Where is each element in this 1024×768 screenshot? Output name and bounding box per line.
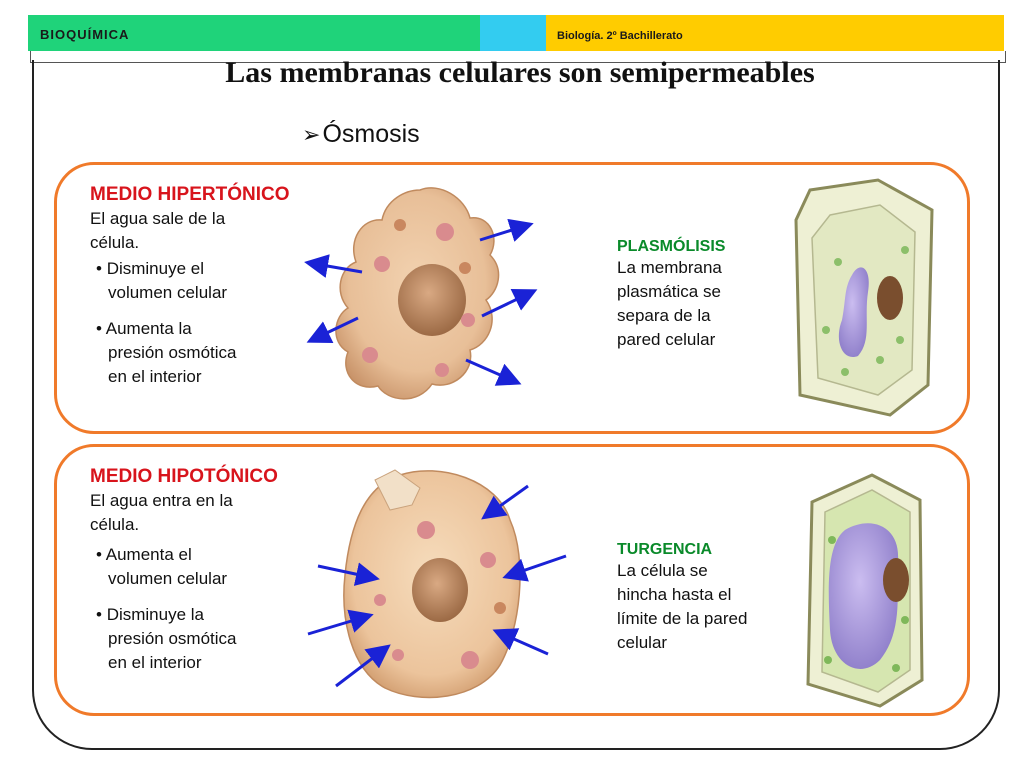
hypertonic-heading: MEDIO HIPERTÓNICO: [90, 184, 290, 205]
hypertonic-bullet-1: • Disminuye el volumen celular: [96, 257, 227, 305]
bullet-text: Aumenta la: [105, 319, 192, 338]
plasmolysis-text: plasmática se: [617, 282, 721, 301]
hypertonic-intro-line: célula.: [90, 233, 140, 252]
header-bar-green: [28, 15, 480, 51]
hypotonic-bullet-2: • Disminuye la presión osmótica en el in…: [96, 603, 237, 675]
header-course-label: Biología. 2º Bachillerato: [557, 30, 683, 42]
header-underline: [30, 51, 1006, 63]
plasmolysis-text: separa de la: [617, 306, 711, 325]
hypotonic-intro-line: El agua entra en la: [90, 491, 233, 510]
hypotonic-panel: [54, 444, 970, 716]
bullet-text: Aumenta el: [105, 545, 192, 564]
header-bar-yellow: [546, 15, 1004, 51]
hypotonic-bullet-1: • Aumenta el volumen celular: [96, 543, 227, 591]
subtitle-text: Ósmosis: [322, 120, 420, 148]
bullet-text: en el interior: [108, 653, 202, 672]
slide-frame: [32, 60, 1000, 750]
turgor-block: TURGENCIA La célula se hincha hasta el l…: [617, 541, 787, 655]
bullet-text: presión osmótica: [108, 629, 237, 648]
plasmolysis-text: La membrana: [617, 258, 722, 277]
turgor-text: límite de la pared: [617, 609, 748, 628]
plasmolysis-block: PLASMÓLISIS La membrana plasmática se se…: [617, 238, 787, 352]
plasmolysis-text: pared celular: [617, 330, 716, 349]
header-subject-label: BIOQUÍMICA: [40, 27, 130, 42]
hypotonic-intro: El agua entra en la célula.: [90, 489, 233, 537]
header-bar-cyan: [480, 15, 546, 51]
plasmolysis-heading: PLASMÓLISIS: [617, 238, 726, 255]
hypertonic-intro-line: El agua sale de la: [90, 209, 226, 228]
hypertonic-bullet-2: • Aumenta la presión osmótica en el inte…: [96, 317, 237, 389]
bullet-text: presión osmótica: [108, 343, 237, 362]
bullet-line: • Disminuye la: [96, 605, 204, 624]
arrowhead-icon: ➢: [302, 122, 321, 147]
hypertonic-panel: [54, 162, 970, 434]
slide-subtitle: ➢Ósmosis: [302, 120, 420, 149]
turgor-text: celular: [617, 633, 668, 652]
bullet-text: en el interior: [108, 367, 202, 386]
hypotonic-heading: MEDIO HIPOTÓNICO: [90, 466, 278, 487]
bullet-text: volumen celular: [108, 283, 228, 302]
bullet-text: Disminuye el: [106, 259, 204, 278]
bullet-line: • Disminuye el: [96, 259, 204, 278]
bullet-line: • Aumenta el: [96, 545, 192, 564]
turgor-text: hincha hasta el: [617, 585, 732, 604]
bullet-text: volumen celular: [108, 569, 228, 588]
bullet-text: Disminuye la: [106, 605, 204, 624]
slide-title: Las membranas celulares son semipermeabl…: [225, 56, 815, 89]
turgor-text: La célula se: [617, 561, 708, 580]
turgor-heading: TURGENCIA: [617, 541, 713, 558]
hypertonic-intro: El agua sale de la célula.: [90, 207, 225, 255]
bullet-line: • Aumenta la: [96, 319, 192, 338]
hypotonic-intro-line: célula.: [90, 515, 140, 534]
